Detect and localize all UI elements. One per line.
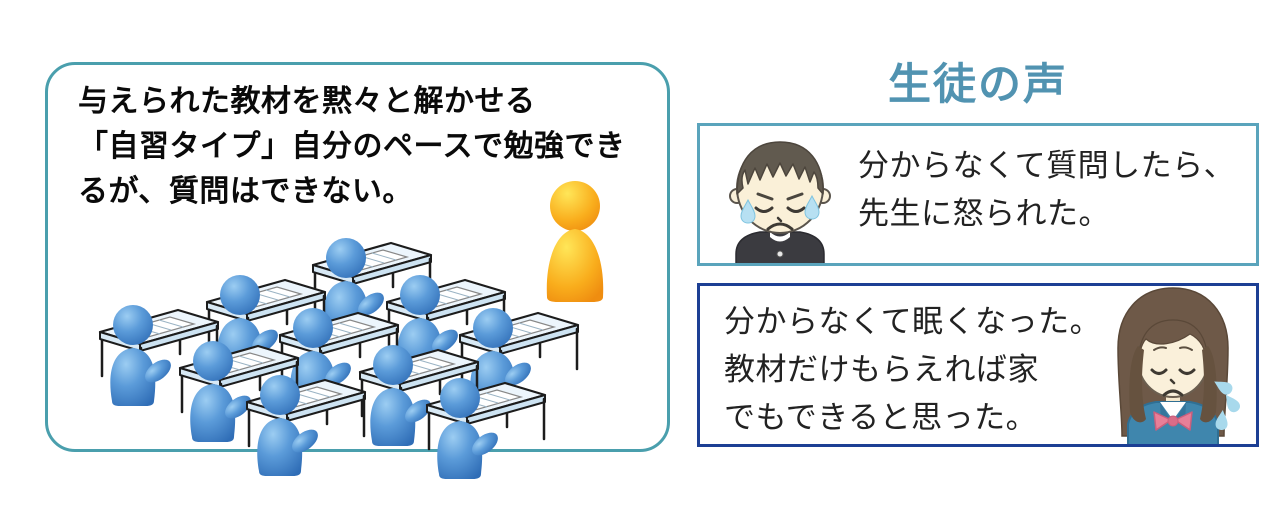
boy-hair (736, 141, 824, 195)
student-desk-group (427, 378, 545, 479)
voice2-line-1: 分からなくて眠くなった。 (724, 304, 1102, 339)
ribbon-bow (1153, 411, 1193, 431)
self-study-description: 与えられた教材を黙々と解かせる 「自習タイプ」自分のペースで勉強でき るが、質問… (78, 79, 653, 214)
voice2-text: 分からなくて眠くなった。 教材だけもらえれば家 でもできると思った。 (724, 298, 1101, 442)
voice1-line-1: 分からなくて質問したら、 (858, 148, 1236, 183)
student-voices-title: 生徒の声 (888, 61, 1068, 109)
voice-box-1: 分からなくて質問したら、 先生に怒られた。 (697, 123, 1259, 266)
self-study-type-card: 与えられた教材を黙々と解かせる 「自習タイプ」自分のペースで勉強でき るが、質問… (45, 62, 670, 452)
girl-student-avatar (1117, 287, 1243, 444)
teacher-figure (546, 181, 604, 302)
voice2-line-2: 教材だけもらえれば家 (724, 352, 1039, 387)
voice1-text: 分からなくて質問したら、 先生に怒られた。 (858, 142, 1235, 238)
description-line-2: 「自習タイプ」自分のペースで勉強でき (78, 130, 626, 163)
voice-box-2: 分からなくて眠くなった。 教材だけもらえれば家 でもできると思った。 (697, 283, 1259, 447)
voice2-line-3: でもできると思った。 (724, 400, 1038, 435)
description-line-1: 与えられた教材を黙々と解かせる (78, 85, 536, 118)
description-line-3: るが、質問はできない。 (78, 175, 413, 208)
student-desk-group (247, 375, 365, 476)
boy-student-avatar (729, 141, 831, 263)
classroom-illustration (78, 181, 604, 483)
voice1-line-2: 先生に怒られた。 (858, 196, 1110, 231)
school-blazer (1127, 390, 1219, 444)
girl-face (1129, 319, 1217, 423)
boy-face (729, 141, 831, 234)
student-desk-grid (100, 238, 578, 479)
